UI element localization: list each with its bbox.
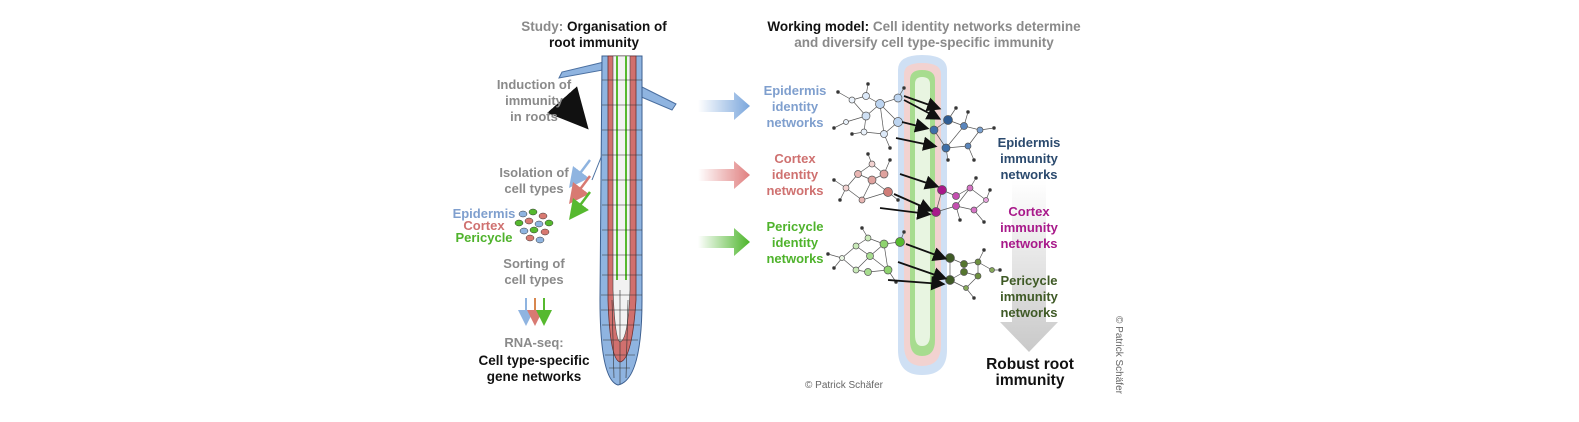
- cortex-identity-network: [832, 152, 900, 204]
- pericycle-immunity-network: [945, 248, 1002, 300]
- induction-label: Induction of immunity in roots: [494, 77, 574, 125]
- pericycle-immunity-label: Pericycle immunity networks: [994, 273, 1064, 321]
- model-title-line2: and diversify cell type-specific immunit…: [794, 35, 1054, 50]
- epidermis-isolation-arrow: [569, 159, 591, 188]
- epidermis-identity-network: [832, 82, 906, 150]
- epidermis-immunity-line3: networks: [1000, 167, 1058, 182]
- robust-immunity-label: Robust root immunity: [974, 357, 1086, 389]
- cortex-immunity-line2: immunity: [1000, 220, 1058, 235]
- pericycle-layer: [616, 56, 627, 280]
- root-illustration: [558, 55, 677, 386]
- rnaseq-result-line1: Cell type-specific: [478, 353, 590, 368]
- epidermis-identity-line3: networks: [766, 115, 824, 130]
- epidermis-immunity-line1: Epidermis: [997, 135, 1061, 150]
- induction-line1: Induction of: [496, 77, 572, 92]
- induction-arrow: [547, 86, 589, 130]
- sorting-line1: Sorting of: [503, 256, 565, 271]
- pericycle-immunity-line2: immunity: [1000, 289, 1058, 304]
- epidermis-identity-label: Epidermis identity networks: [760, 83, 830, 131]
- cortex-identity-line2: identity: [771, 167, 819, 182]
- credit-bottom: © Patrick Schäfer: [805, 380, 883, 391]
- model-title-line1: Cell identity networks determine: [872, 19, 1081, 34]
- cortex-immunity-network: [931, 176, 992, 224]
- induction-line2: immunity: [505, 93, 563, 108]
- pericycle-identity-line1: Pericycle: [766, 219, 824, 234]
- model-core: [915, 77, 930, 346]
- sorted-cell-cluster: [514, 208, 554, 244]
- cortex-identity-line3: networks: [766, 183, 824, 198]
- pericycle-identity-line3: networks: [766, 251, 824, 266]
- root-hair-right: [638, 85, 677, 111]
- sorting-label: Sorting of cell types: [494, 256, 574, 288]
- cortex-identity-line1: Cortex: [774, 151, 816, 166]
- epidermis-immunity-label: Epidermis immunity networks: [994, 135, 1064, 183]
- pericycle-transfer-arrow: [698, 228, 750, 256]
- cortex-identity-label: Cortex identity networks: [760, 151, 830, 199]
- cortex-isolation-arrow: [569, 175, 591, 204]
- study-title: Study: Organisation of root immunity: [512, 19, 676, 51]
- isolation-label: Isolation of cell types: [494, 165, 574, 197]
- robust-immunity-line2: immunity: [995, 372, 1065, 389]
- pericycle-identity-network: [826, 226, 906, 284]
- pericycle-identity-label: Pericycle identity networks: [760, 219, 830, 267]
- pericycle-isolation-arrow: [569, 191, 591, 220]
- study-title-line2: root immunity: [549, 35, 639, 50]
- cortex-network-arrows: [879, 173, 940, 220]
- left-cortex-label: Cortex: [463, 218, 505, 233]
- isolation-line1: Isolation of: [499, 165, 569, 180]
- root-hair-left: [558, 61, 605, 79]
- model-title: Working model: Cell identity networks de…: [764, 19, 1084, 51]
- robust-immunity-arrow: [1000, 180, 1058, 352]
- study-prefix: Study:: [521, 19, 564, 34]
- rnaseq-result: Cell type-specific gene networks: [474, 353, 594, 385]
- cortex-immunity-label: Cortex immunity networks: [994, 204, 1064, 252]
- pericycle-network-arrows: [887, 243, 948, 291]
- inner-tissue: [612, 55, 631, 343]
- epidermis-network-arrows: [895, 95, 942, 151]
- cortex-immunity-line3: networks: [1000, 236, 1058, 251]
- induction-line3: in roots: [510, 109, 558, 124]
- pericycle-immunity-line1: Pericycle: [1000, 273, 1058, 288]
- epidermis-identity-line1: Epidermis: [763, 83, 827, 98]
- rnaseq-label: RNA-seq:: [504, 335, 564, 350]
- sorting-line2: cell types: [504, 272, 564, 287]
- pericycle-immunity-line3: networks: [1000, 305, 1058, 320]
- credit-vertical: © Patrick Schäfer: [1113, 316, 1124, 394]
- epidermis-transfer-arrow: [698, 92, 750, 120]
- epidermis-immunity-network: [929, 106, 996, 162]
- pericycle-identity-line2: identity: [771, 235, 819, 250]
- robust-immunity-line1: Robust root: [986, 356, 1074, 373]
- rnaseq-result-line2: gene networks: [486, 369, 582, 384]
- study-title-line1: Organisation of: [567, 19, 667, 34]
- cortex-immunity-line1: Cortex: [1008, 204, 1050, 219]
- cortex-transfer-arrow: [698, 161, 750, 189]
- left-epidermis-label: Epidermis: [452, 206, 516, 221]
- isolation-line2: cell types: [504, 181, 564, 196]
- left-pericycle-label: Pericycle: [455, 230, 513, 245]
- model-prefix: Working model:: [767, 19, 870, 34]
- cell-walls: [601, 79, 642, 384]
- epidermis-immunity-line2: immunity: [1000, 151, 1058, 166]
- epidermis-identity-line2: identity: [771, 99, 819, 114]
